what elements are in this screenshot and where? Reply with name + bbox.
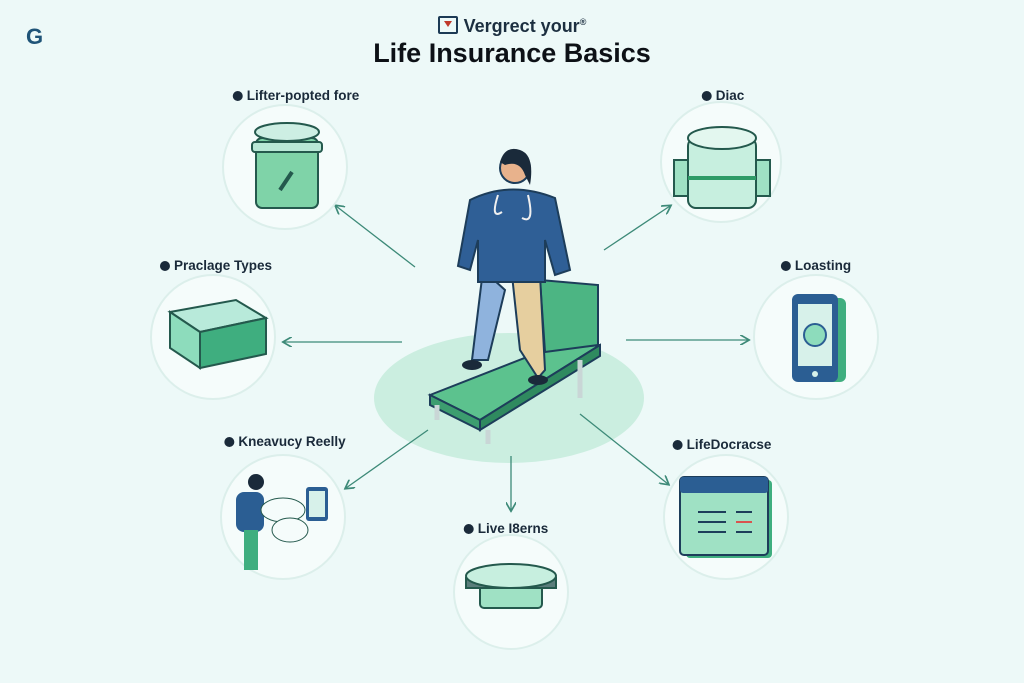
- topic-label-7[interactable]: Live I8erns: [463, 521, 549, 536]
- topic-label-6[interactable]: LifeDocracse: [672, 437, 772, 452]
- disk-icon: [465, 563, 557, 609]
- cylinder-icon: [673, 126, 771, 209]
- topic-label-3[interactable]: Praclage Types: [159, 258, 273, 273]
- topic-label-text: Lifter-popted fore: [246, 88, 360, 103]
- phone-icon: [792, 294, 846, 382]
- topic-label-text: Kneavucy Reelly: [238, 434, 346, 449]
- subtitle-text: Vergrect your: [463, 16, 580, 36]
- topic-label-text: Loasting: [794, 258, 852, 273]
- connector-arrows: [284, 206, 748, 510]
- page-title: Life Insurance Basics: [373, 38, 651, 68]
- bullet-icon: [159, 261, 170, 271]
- topic-label-text: LifeDocracse: [686, 437, 772, 452]
- bullet-icon: [701, 91, 712, 101]
- bullet-icon: [780, 261, 791, 271]
- block-icon: [167, 298, 269, 370]
- bullet-icon: [224, 437, 235, 447]
- bullet-icon: [463, 524, 474, 534]
- bullet-icon: [672, 440, 683, 450]
- topic-label-1[interactable]: Lifter-popted fore: [232, 88, 360, 103]
- topic-label-text: Praclage Types: [173, 258, 273, 273]
- bullet-icon: [232, 91, 243, 101]
- topic-label-5[interactable]: Kneavucy Reelly: [224, 434, 346, 449]
- shield-icon: [437, 16, 458, 34]
- registered-mark: ®: [579, 17, 587, 27]
- topic-label-4[interactable]: Loasting: [780, 258, 852, 273]
- document-icon: [679, 476, 772, 558]
- bucket-icon: [251, 122, 323, 209]
- person-illustration: [456, 148, 572, 385]
- topic-label-text: Diac: [715, 88, 745, 103]
- bench-illustration: [427, 278, 601, 444]
- subtitle: Vergrect your®: [0, 16, 1024, 37]
- topic-label-text: Live I8erns: [477, 521, 549, 536]
- person-phone-icon: [236, 474, 328, 570]
- brand-logo[interactable]: G: [26, 24, 44, 49]
- topic-label-2[interactable]: Diac: [701, 88, 745, 103]
